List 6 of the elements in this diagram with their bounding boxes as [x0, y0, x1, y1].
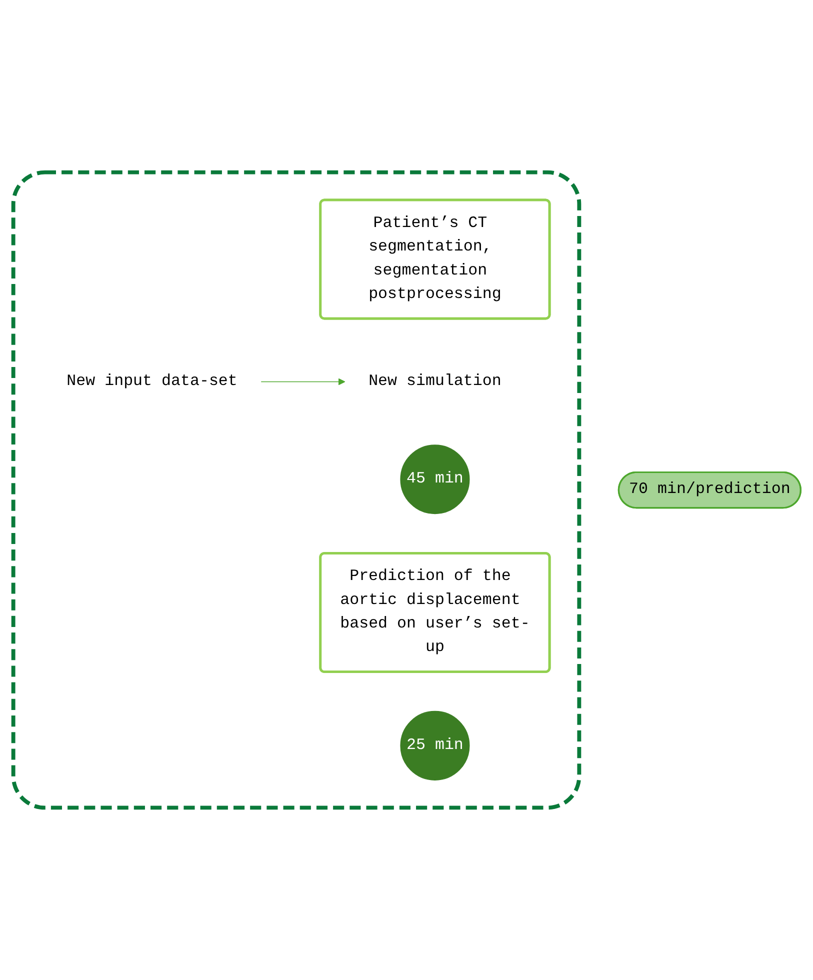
node-text: New input data-set — [66, 372, 237, 390]
arrow — [260, 378, 345, 386]
cluster — [10, 170, 581, 810]
node-text: New simulation — [368, 372, 501, 390]
node-circle: 45 min — [400, 444, 470, 514]
node-circle: 25 min — [400, 710, 470, 780]
